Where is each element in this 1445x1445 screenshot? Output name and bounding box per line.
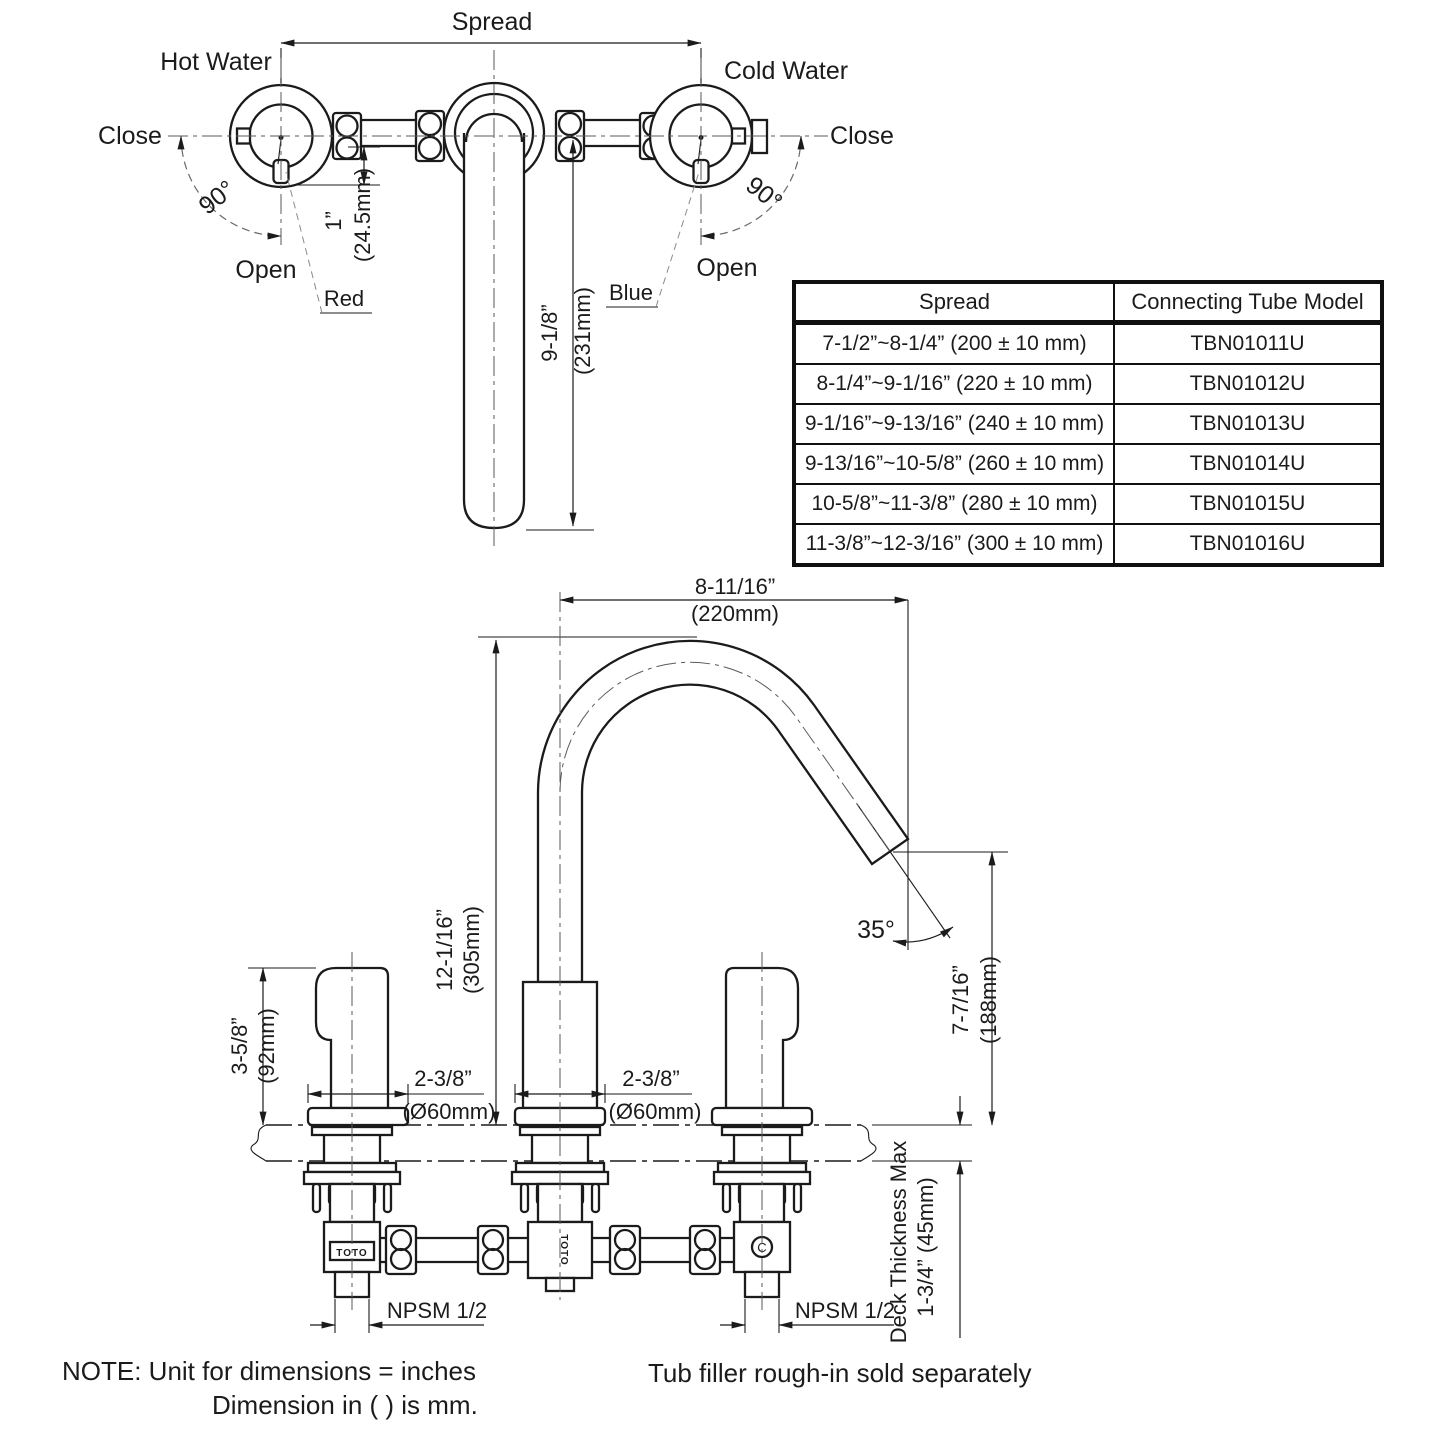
model-cell: TBN01013U — [1113, 403, 1383, 445]
note-rough-in: Tub filler rough-in sold separately — [648, 1358, 1032, 1388]
note-mm: Dimension in ( ) is mm. — [212, 1390, 478, 1420]
offset-inches: 1” — [321, 211, 346, 231]
cold-marking: C — [757, 1240, 766, 1255]
outlet-height-dimension: 7-7/16” (188mm) — [893, 851, 1008, 1126]
hot-close: Close — [98, 122, 162, 150]
hot-water-label: Hot Water — [160, 48, 272, 76]
spout-length-dimension: 9-1/8” (231mm) — [526, 139, 595, 531]
right-valve-assembly: C — [712, 1161, 812, 1299]
header-spread: Spread — [793, 281, 1115, 325]
table-row: 8-1/4”~9-1/16” (220 ± 10 mm) TBN01012U — [793, 363, 1383, 405]
npsm-right-dimension: NPSM 1/2 — [720, 1298, 895, 1333]
height-dimension: 12-1/16” (305mm) — [432, 636, 697, 1126]
outlet-angle-annotation: 35° — [856, 803, 954, 947]
table-header-row: Spread Connecting Tube Model — [793, 281, 1383, 325]
model-cell: TBN01012U — [1113, 363, 1383, 405]
spread-cell: 7-1/2”~8-1/4” (200 ± 10 mm) — [793, 321, 1115, 365]
reach-mm: (231mm) — [570, 287, 595, 375]
npsm-right-label: NPSM 1/2 — [795, 1298, 895, 1323]
deck-thickness-line2: 1-3/4” (45mm) — [913, 1177, 938, 1316]
table-row: 11-3/8”~12-3/16” (300 ± 10 mm) TBN01016U — [793, 523, 1383, 566]
model-cell: TBN01011U — [1113, 321, 1383, 365]
spread-cell: 8-1/4”~9-1/16” (220 ± 10 mm) — [793, 363, 1115, 405]
handle-diameter-dimension: 2-3/8” (Ø60mm) — [307, 1066, 496, 1124]
handle-dia-mm: (Ø60mm) — [403, 1099, 496, 1124]
cold-water-label: Cold Water — [724, 57, 848, 85]
reach-inches: 9-1/8” — [537, 304, 562, 361]
npsm-left-label: NPSM 1/2 — [387, 1298, 487, 1323]
spread-cell: 9-1/16”~9-13/16” (240 ± 10 mm) — [793, 403, 1115, 445]
handle-dia-inches: 2-3/8” — [414, 1066, 471, 1091]
deck-thickness-dimension: Deck Thickness Max 1-3/4” (45mm) — [872, 1096, 972, 1343]
blue-label: Blue — [609, 280, 653, 305]
hot-open: Open — [235, 256, 296, 284]
outlet-height-inches: 7-7/16” — [948, 965, 973, 1035]
spread-dimension: Spread — [280, 8, 702, 84]
spread-cell: 9-13/16”~10-5/8” (260 ± 10 mm) — [793, 443, 1115, 485]
connecting-tube-table: Spread Connecting Tube Model 7-1/2”~8-1/… — [792, 280, 1384, 567]
hot-rotation-annotation: 90° Close Open — [98, 122, 297, 284]
blue-callout: Blue — [606, 171, 700, 308]
hot-angle: 90° — [194, 175, 241, 220]
model-cell: TBN01015U — [1113, 483, 1383, 525]
red-callout: Red — [285, 171, 372, 314]
handle-offset-dimension: 1” (24.5mm) — [294, 146, 380, 262]
table-row: 9-1/16”~9-13/16” (240 ± 10 mm) TBN01013U — [793, 403, 1383, 445]
spout-dia-mm: (Ø60mm) — [609, 1099, 702, 1124]
model-cell: TBN01014U — [1113, 443, 1383, 485]
reach-mm-front: (220mm) — [691, 601, 779, 626]
handle-height-dimension: 3-5/8” (92mm) — [227, 967, 316, 1126]
height-inches: 12-1/16” — [432, 909, 457, 991]
spread-cell: 10-5/8”~11-3/8” (280 ± 10 mm) — [793, 483, 1115, 525]
gooseneck-spout — [513, 639, 910, 1127]
deck-thickness-line1: Deck Thickness Max — [886, 1141, 911, 1344]
table-row: 7-1/2”~8-1/4” (200 ± 10 mm) TBN01011U — [793, 321, 1383, 365]
model-cell: TBN01016U — [1113, 523, 1383, 566]
table-row: 10-5/8”~11-3/8” (280 ± 10 mm) TBN01015U — [793, 483, 1383, 525]
reach-dimension: 8-11/16” (220mm) — [559, 574, 909, 950]
reach-inches-front: 8-11/16” — [695, 574, 775, 599]
cold-open: Open — [696, 254, 757, 282]
cold-close: Close — [830, 122, 894, 150]
cold-angle: 90° — [740, 171, 787, 216]
spread-label: Spread — [452, 8, 533, 36]
offset-mm: (24.5mm) — [350, 168, 375, 262]
spread-cell: 11-3/8”~12-3/16” (300 ± 10 mm) — [793, 523, 1115, 566]
spout-dia-inches: 2-3/8” — [622, 1066, 679, 1091]
left-handle-front — [306, 966, 410, 1127]
toto-logo-left: TOTO — [336, 1248, 367, 1259]
front-view-centerlines — [351, 592, 891, 1310]
handle-height-mm: (92mm) — [254, 1008, 279, 1084]
height-mm: (305mm) — [459, 906, 484, 994]
outlet-height-mm: (188mm) — [976, 956, 1001, 1044]
outlet-angle: 35° — [857, 916, 895, 944]
spout-diameter-dimension: 2-3/8” (Ø60mm) — [514, 1066, 702, 1124]
handle-height-inches: 3-5/8” — [227, 1017, 252, 1074]
front-view-drawing: TOTO TOTO C — [227, 574, 1008, 1343]
toto-logo-center: TOTO — [558, 1234, 569, 1265]
table-row: 9-13/16”~10-5/8” (260 ± 10 mm) TBN01014U — [793, 443, 1383, 485]
top-view-drawing: Spread — [98, 8, 894, 548]
top-view-centerlines — [168, 50, 828, 548]
npsm-left-dimension: NPSM 1/2 — [310, 1298, 487, 1333]
note-units: NOTE: Unit for dimensions = inches — [62, 1356, 476, 1386]
under-deck-tubes — [380, 1224, 734, 1276]
header-model: Connecting Tube Model — [1113, 281, 1383, 325]
red-label: Red — [324, 286, 364, 311]
